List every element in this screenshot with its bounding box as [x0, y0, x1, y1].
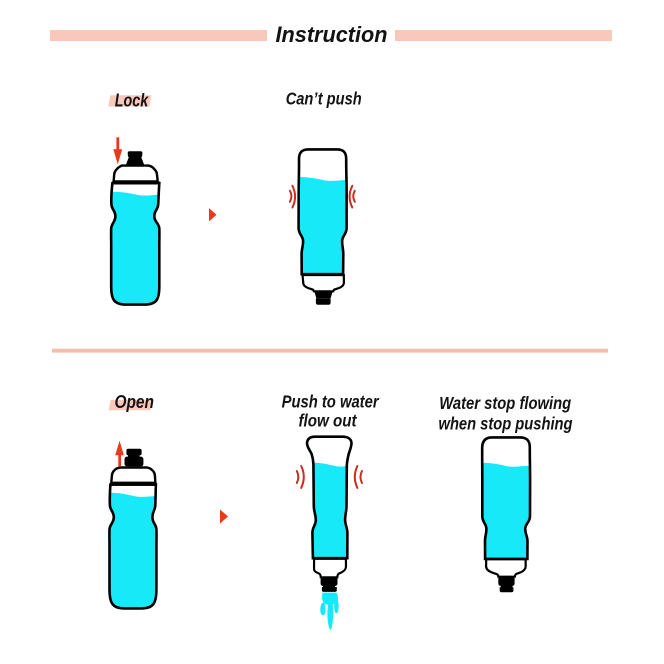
svg-text:when stop pushing: when stop pushing — [439, 414, 573, 434]
svg-text:Water stop flowing: Water stop flowing — [439, 393, 571, 413]
svg-text:Lock: Lock — [115, 90, 150, 111]
svg-text:Can’t push: Can’t push — [286, 89, 362, 109]
svg-text:flow out: flow out — [299, 411, 358, 431]
svg-text:Open: Open — [114, 391, 154, 412]
svg-text:Instruction: Instruction — [276, 22, 388, 47]
svg-text:Push to water: Push to water — [282, 392, 380, 412]
